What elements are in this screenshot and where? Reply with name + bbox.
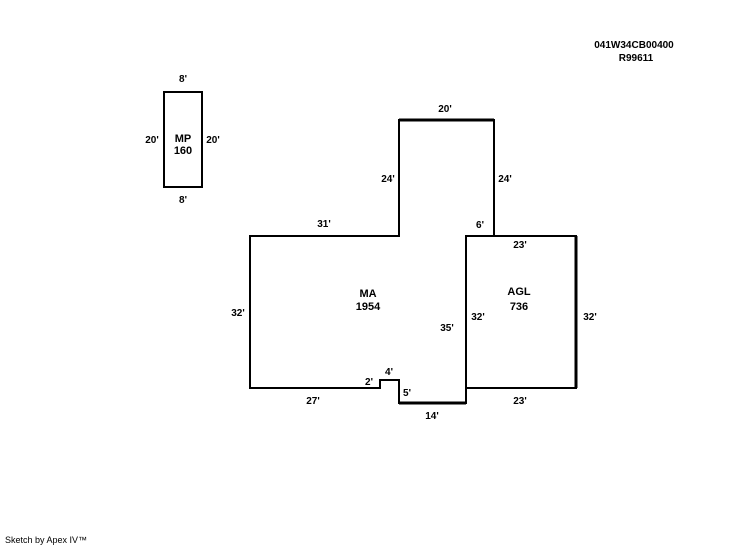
ma-wing-right-dim: 24' (498, 174, 512, 185)
mp-bottom-dim: 8' (179, 195, 187, 206)
ma-wing-left-dim: 24' (381, 174, 395, 185)
account-number: R99611 (618, 53, 654, 64)
mp-area: 8' 8' 20' 20' MP 160 (145, 74, 220, 206)
agl-area: 23' 23' 32' 32' AGL 736 (465, 235, 597, 407)
ma-bottom-dim: 14' (425, 411, 439, 422)
agl-sqft: 736 (510, 301, 528, 313)
ma-code: MA (359, 288, 376, 300)
ma-left-dim: 32' (231, 308, 245, 319)
agl-code: AGL (507, 286, 531, 298)
ma-notch-left-dim: 2' (365, 377, 373, 388)
ma-notch-right-dim: 5' (403, 388, 411, 399)
ma-wing-top-dim: 20' (438, 104, 452, 115)
mp-right-dim: 20' (206, 135, 220, 146)
mp-sqft: 160 (174, 145, 192, 157)
ma-notch-top-dim: 4' (385, 367, 393, 378)
agl-bottom-dim: 23' (513, 396, 527, 407)
ma-area: 20' 24' 24' 31' 6' 32' 35' 27' 2' 4' 5' … (231, 104, 512, 422)
ma-bottom-left-dim: 27' (306, 396, 320, 407)
mp-left-dim: 20' (145, 135, 159, 146)
parcel-id: 041W34CB00400 (594, 40, 674, 51)
sketch-credit: Sketch by Apex IV™ (5, 535, 88, 545)
agl-top-dim: 23' (513, 240, 527, 251)
mp-code: MP (175, 133, 192, 145)
ma-step-dim: 6' (476, 220, 484, 231)
agl-right-dim: 32' (583, 312, 597, 323)
ma-right-dim: 35' (440, 323, 454, 334)
ma-sqft: 1954 (356, 301, 381, 313)
agl-left-dim: 32' (471, 312, 485, 323)
ma-top-left-dim: 31' (317, 219, 331, 230)
mp-top-dim: 8' (179, 74, 187, 85)
